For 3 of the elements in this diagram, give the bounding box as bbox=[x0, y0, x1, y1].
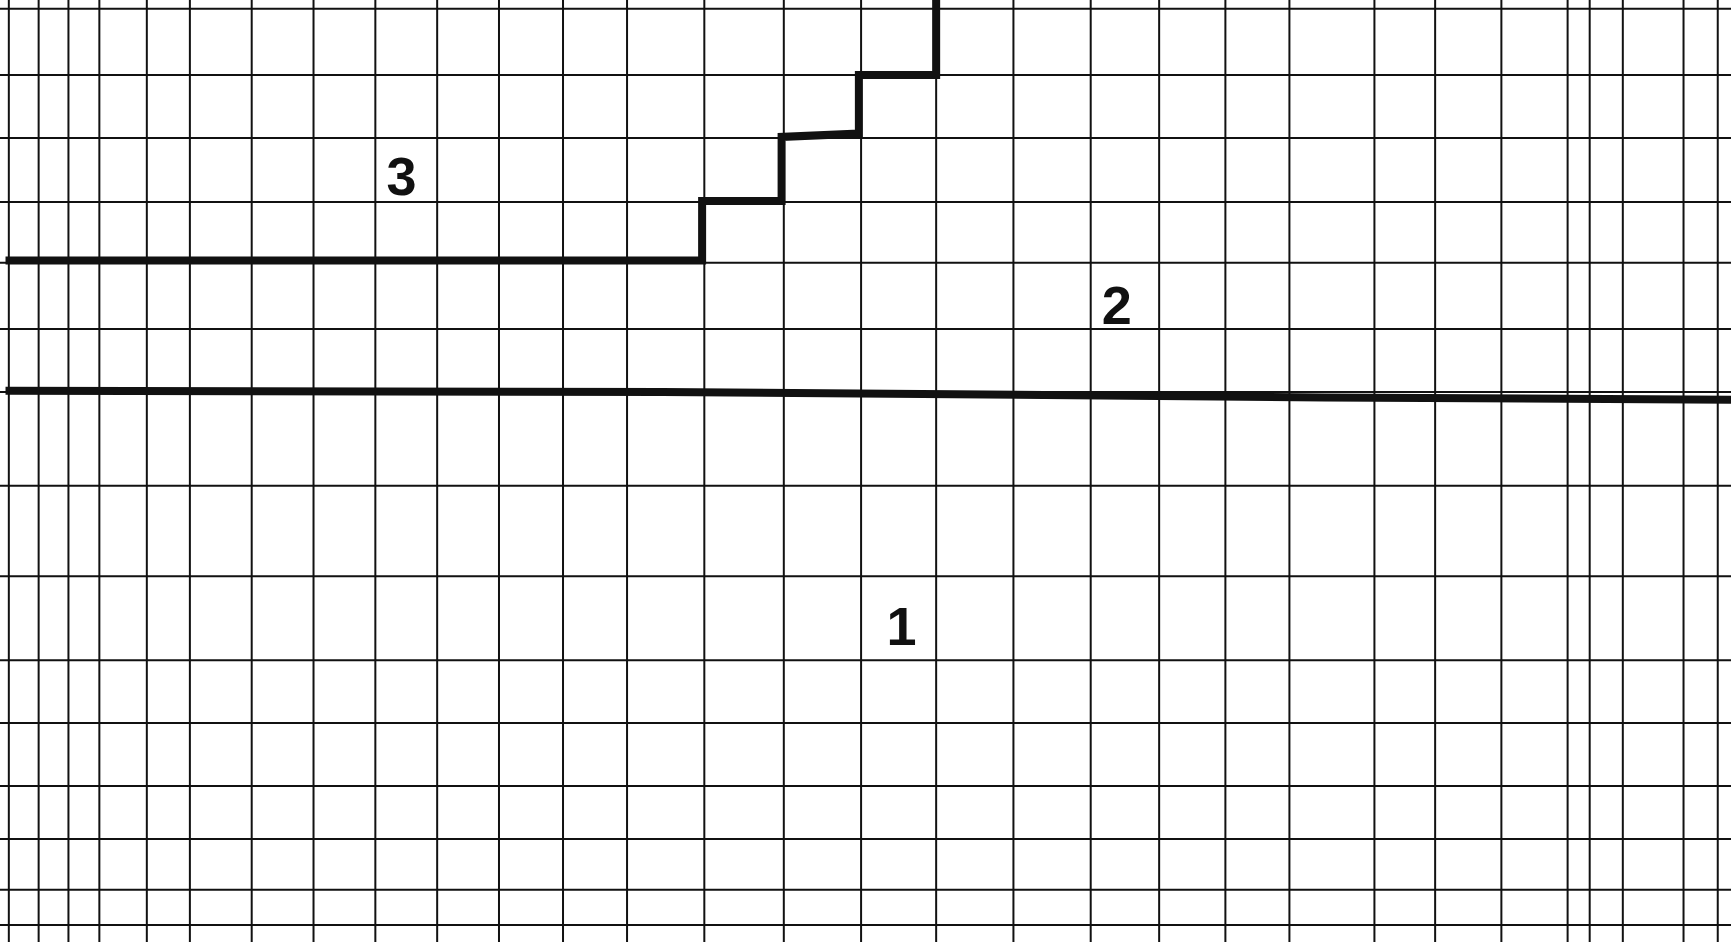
region-number: 1 bbox=[886, 599, 917, 654]
region-number: 3 bbox=[386, 149, 417, 204]
region-number: 2 bbox=[1101, 278, 1132, 333]
